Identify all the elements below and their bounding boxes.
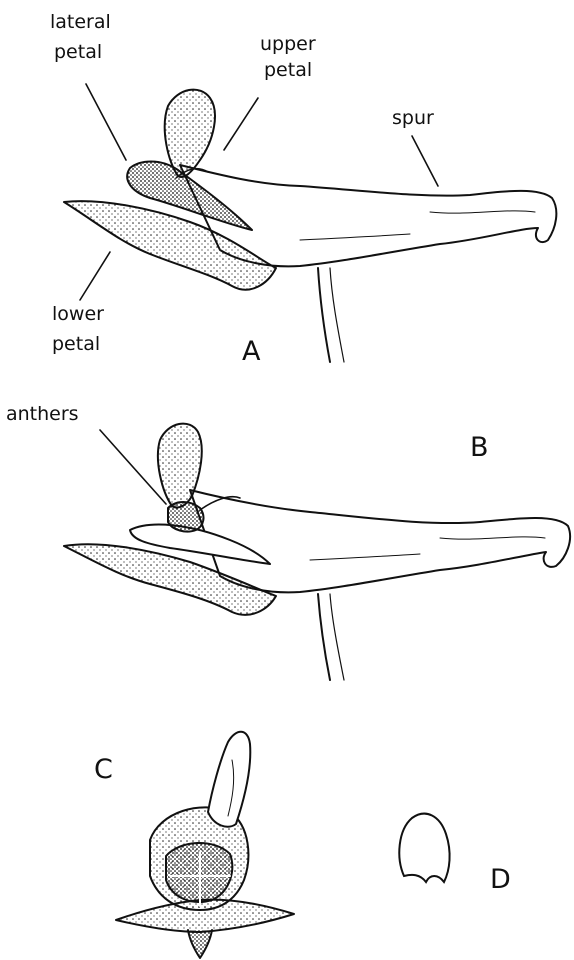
label-lower-petal-line2: petal (52, 334, 100, 354)
panel-letter-c: C (94, 754, 113, 785)
label-upper-petal-line2: petal (264, 60, 312, 80)
pollen-grain-d (399, 814, 449, 882)
upper-petal-a (165, 90, 215, 177)
panel-letter-b: B (470, 432, 489, 463)
leader-spur (412, 136, 438, 186)
panel-letter-a: A (242, 336, 260, 367)
label-lower-petal-line1: lower (52, 304, 104, 324)
leader-anthers (100, 430, 166, 504)
leader-lower-petal (80, 252, 110, 300)
label-upper-petal-line1: upper (260, 34, 316, 54)
leader-lines-b (100, 430, 166, 504)
spur-b (190, 490, 570, 592)
panel-letter-d: D (490, 864, 511, 895)
anthers-b (168, 502, 203, 532)
stem-b (318, 594, 330, 680)
flower-side-view-b (64, 424, 570, 680)
flower-side-view-a (64, 90, 556, 362)
label-lateral-petal-line1: lateral (50, 12, 111, 32)
label-spur: spur (392, 108, 434, 128)
flower-front-view-c (116, 732, 294, 958)
leader-upper-petal (224, 98, 258, 150)
leader-lateral-petal (86, 84, 126, 160)
stem-a (318, 268, 330, 362)
label-lateral-petal-line2: petal (54, 42, 102, 62)
label-anthers: anthers (6, 404, 79, 424)
